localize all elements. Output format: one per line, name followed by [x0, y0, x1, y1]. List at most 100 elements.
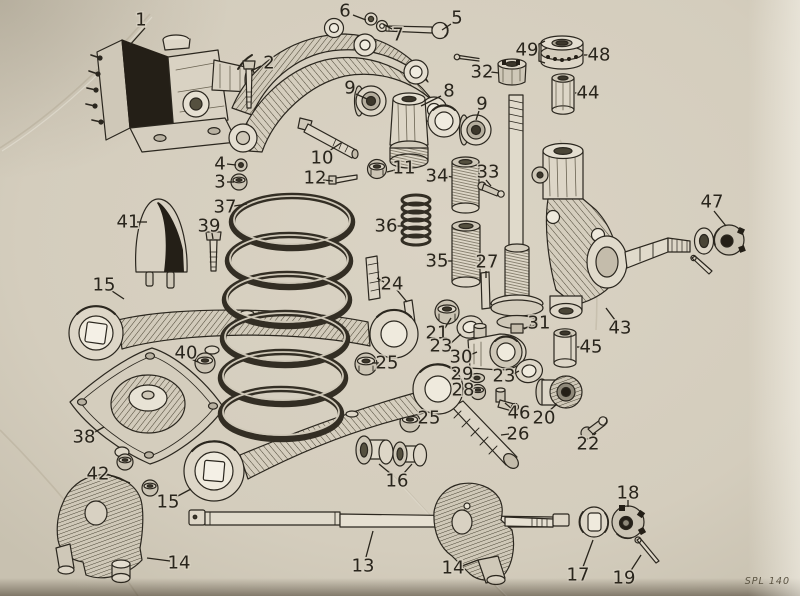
part-label-41: 41	[117, 212, 140, 233]
part-trunnion-30	[467, 322, 527, 371]
part-label-42: 42	[87, 464, 110, 485]
leader-line-29	[469, 375, 474, 378]
part-bracket-14b	[433, 482, 515, 586]
part-cotter-pin-19	[634, 536, 660, 564]
leader-line-37	[233, 203, 248, 207]
part-washer-29	[468, 372, 486, 384]
part-grease-nipple-22	[580, 416, 608, 440]
part-label-34: 34	[426, 166, 449, 187]
leader-line-46	[504, 402, 513, 410]
leader-line-11	[386, 169, 396, 173]
part-label-28: 28	[452, 380, 475, 401]
leader-line-47	[713, 210, 727, 227]
leader-line-42	[106, 473, 131, 484]
part-nut-11	[366, 158, 388, 180]
part-bolt-5	[385, 21, 449, 40]
part-label-25-a: 25	[376, 353, 399, 374]
part-grease-elbow-46	[495, 387, 520, 412]
leader-line-25-b	[414, 419, 423, 423]
part-bush-9b	[458, 114, 492, 146]
part-cotter-pin-top	[453, 53, 480, 62]
part-shaft-13-end	[504, 513, 570, 528]
part-label-23-a: 23	[430, 336, 453, 357]
leader-line-12	[322, 179, 334, 182]
part-bump-stop-41	[135, 198, 188, 289]
leader-line-14-a	[146, 557, 171, 562]
part-label-49: 49	[516, 40, 539, 61]
part-label-46: 46	[508, 403, 531, 424]
leader-line-32	[490, 71, 500, 74]
part-thrust-bearing-48-49	[540, 35, 584, 70]
part-bush-44	[551, 73, 575, 115]
part-label-8: 8	[443, 81, 454, 102]
leader-line-5	[441, 23, 452, 31]
part-coil-spring-37	[217, 192, 356, 443]
part-label-20: 20	[533, 408, 556, 429]
part-label-7: 7	[392, 25, 403, 46]
leader-line-22	[591, 432, 597, 438]
leader-line-39	[211, 232, 214, 240]
part-label-35: 35	[426, 251, 449, 272]
leader-line-6	[352, 14, 367, 21]
part-washer-17	[578, 506, 609, 538]
leader-line-43	[605, 307, 616, 321]
leader-line-21	[444, 317, 452, 329]
leader-line-23-a	[449, 333, 462, 345]
leader-line-15-b	[175, 488, 192, 498]
part-label-40: 40	[175, 343, 198, 364]
part-label-14-b: 14	[442, 558, 465, 579]
part-label-23-b: 23	[493, 366, 516, 387]
part-nut-47-group	[690, 224, 746, 275]
part-bush-9a	[353, 85, 387, 117]
leader-line-7	[382, 23, 393, 30]
leader-line-17	[582, 539, 594, 568]
leader-line-20	[548, 403, 558, 412]
part-label-47: 47	[701, 192, 724, 213]
leader-line-4	[226, 163, 237, 166]
part-nuts-42	[114, 446, 159, 497]
part-bush-45	[553, 328, 577, 368]
leader-line-10	[328, 142, 342, 152]
leader-line-13	[365, 530, 374, 558]
leader-line-38	[92, 426, 105, 434]
part-label-38: 38	[73, 427, 96, 448]
part-label-29: 29	[451, 364, 474, 385]
part-label-25-b: 25	[418, 408, 441, 429]
leader-line-15-a	[111, 290, 125, 300]
part-label-48: 48	[588, 45, 611, 66]
parts-layer	[55, 12, 746, 586]
part-label-10: 10	[311, 148, 334, 169]
part-trunnion-8	[389, 92, 461, 169]
part-tube-34	[451, 156, 480, 214]
leader-line-30	[469, 351, 478, 356]
part-label-27: 27	[476, 252, 499, 273]
leader-line-9-a	[355, 93, 368, 100]
leader-line-9-b	[475, 110, 480, 121]
part-label-4: 4	[214, 154, 225, 175]
part-kingpin-31	[490, 94, 544, 334]
part-label-3: 3	[214, 172, 225, 193]
part-label-33: 33	[477, 162, 500, 183]
part-label-21: 21	[426, 323, 449, 344]
leader-line-8	[420, 95, 442, 107]
leader-line-24	[376, 277, 385, 283]
part-bolt-39	[205, 231, 222, 272]
leader-line-40	[190, 358, 199, 363]
part-nut-28	[469, 383, 487, 401]
part-label-6: 6	[339, 1, 350, 22]
part-label-16: 16	[386, 471, 409, 492]
leader-line-26	[500, 433, 510, 436]
part-label-24: 24	[381, 274, 404, 295]
part-label-12: 12	[304, 168, 327, 189]
part-label-43: 43	[609, 318, 632, 339]
part-label-22: 22	[577, 434, 600, 455]
part-castle-nut-32	[497, 58, 527, 86]
part-nut-4	[234, 158, 248, 172]
leader-line-16	[403, 463, 413, 474]
part-rollers-16	[355, 435, 428, 467]
part-label-37: 37	[214, 197, 237, 218]
